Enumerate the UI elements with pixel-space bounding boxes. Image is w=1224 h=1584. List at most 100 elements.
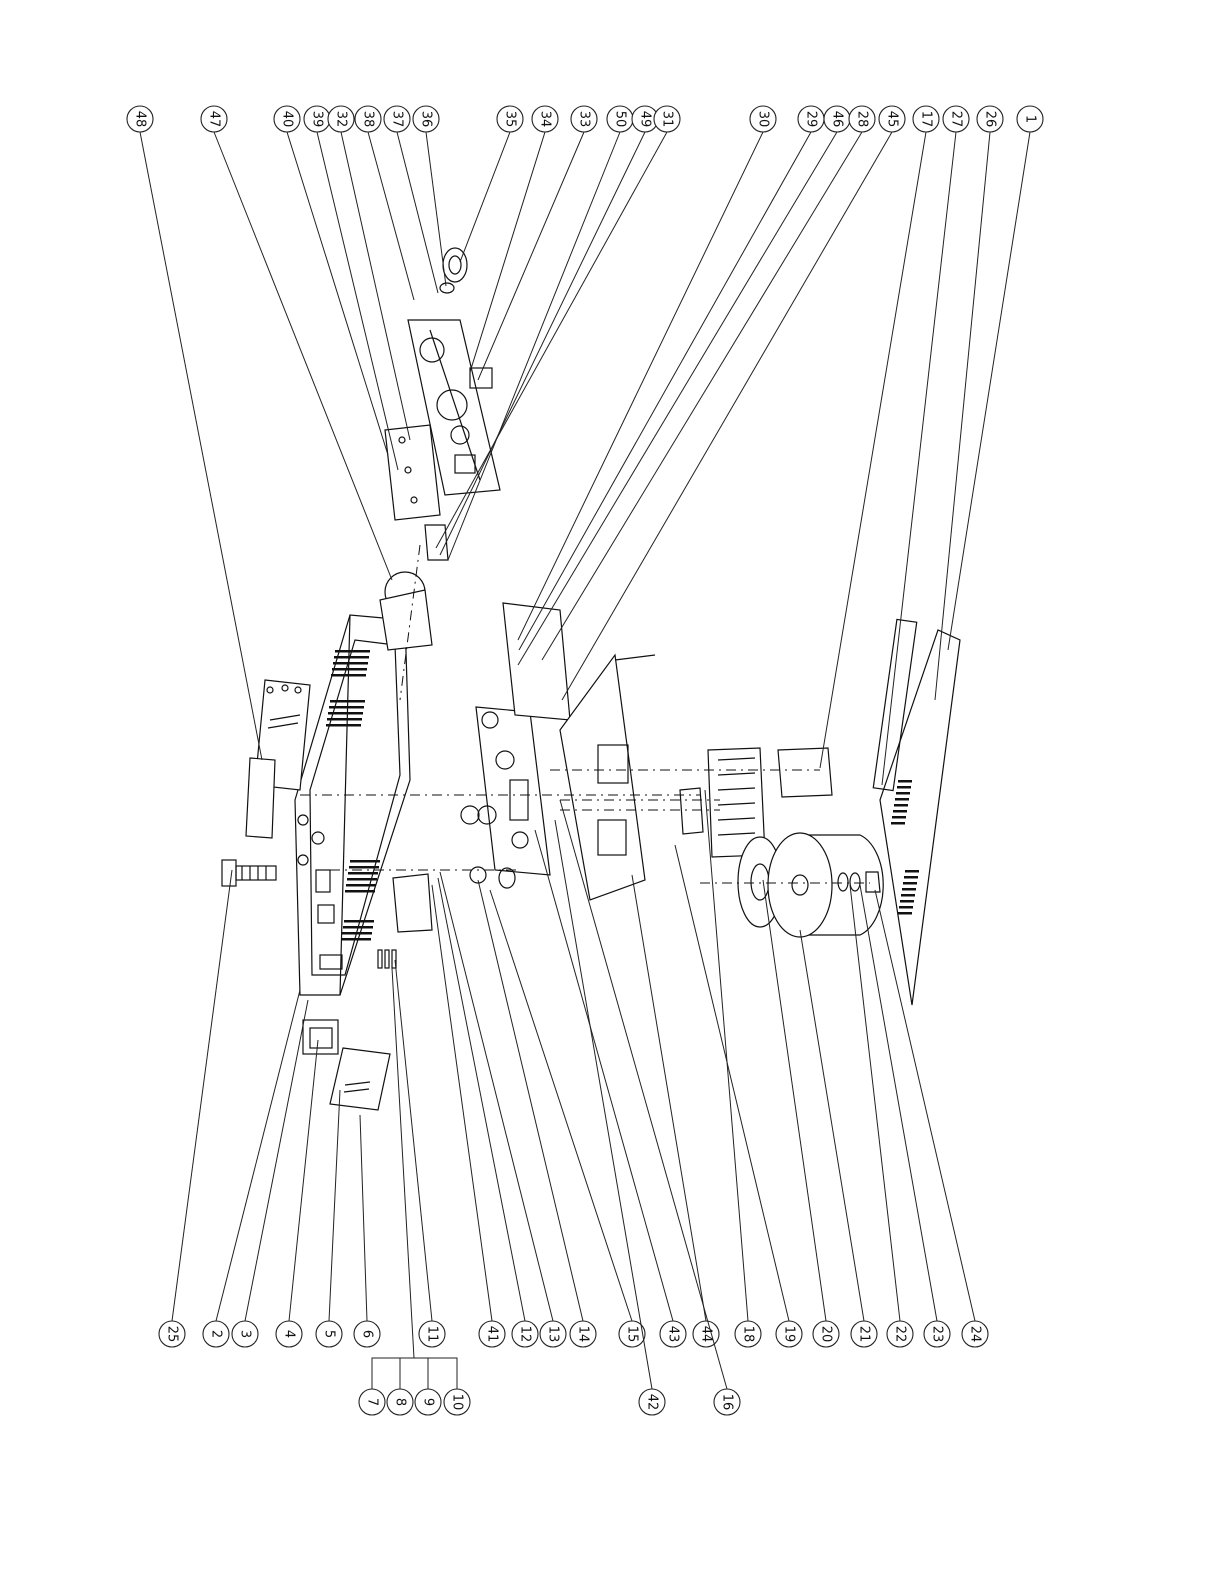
callout-45: 45 — [879, 106, 905, 132]
callout-label-7: 7 — [365, 1398, 380, 1406]
leader-line-2 — [216, 990, 300, 1321]
callout-2: 2 — [203, 1321, 229, 1347]
leader-line-50 — [448, 132, 620, 560]
callout-35: 35 — [497, 106, 523, 132]
callout-label-16: 16 — [720, 1394, 735, 1411]
callout-label-46: 46 — [830, 111, 845, 128]
leader-line-36 — [426, 132, 446, 286]
callout-44: 44 — [693, 1321, 719, 1347]
callout-5: 5 — [316, 1321, 342, 1347]
leader-line-23 — [860, 885, 937, 1321]
callout-42: 42 — [639, 1389, 665, 1415]
callout-23: 23 — [924, 1321, 950, 1347]
leader-line-3 — [245, 1000, 308, 1321]
leader-line-46 — [518, 132, 837, 665]
callout-12: 12 — [512, 1321, 538, 1347]
callout-label-5: 5 — [322, 1330, 337, 1338]
callout-label-29: 29 — [804, 111, 819, 128]
callout-label-38: 38 — [361, 111, 376, 128]
callout-label-3: 3 — [238, 1330, 253, 1338]
callout-label-35: 35 — [503, 111, 518, 128]
callout-label-42: 42 — [645, 1394, 660, 1411]
callout-label-25: 25 — [165, 1326, 180, 1343]
leader-line-29 — [519, 132, 811, 650]
callout-17: 17 — [913, 106, 939, 132]
callout-24: 24 — [962, 1321, 988, 1347]
leader-line-45 — [562, 132, 892, 700]
callout-label-32: 32 — [334, 111, 349, 128]
leader-line-40 — [287, 132, 388, 455]
callout-label-50: 50 — [613, 111, 628, 128]
callout-label-15: 15 — [625, 1326, 640, 1343]
leader-line-35 — [460, 132, 510, 262]
main-pcb — [461, 707, 550, 888]
upper-bracket — [503, 603, 570, 720]
callout-label-48: 48 — [133, 111, 148, 128]
callout-4: 4 — [276, 1321, 302, 1347]
leader-line-38 — [368, 132, 414, 300]
leader-line-22 — [850, 885, 900, 1321]
leader-line-33 — [478, 132, 584, 380]
leader-line-12 — [438, 878, 525, 1321]
callout-label-36: 36 — [419, 111, 434, 128]
callout-label-10: 10 — [450, 1394, 465, 1411]
callout-16: 16 — [714, 1389, 740, 1415]
callout-label-28: 28 — [855, 111, 870, 128]
callout-label-13: 13 — [546, 1326, 561, 1343]
leader-line-37 — [397, 132, 438, 293]
leader-line-43 — [535, 830, 673, 1321]
terminal-pins — [378, 950, 396, 968]
callout-label-1: 1 — [1023, 115, 1038, 123]
callout-1: 1 — [1017, 106, 1043, 132]
leader-line-32 — [341, 132, 410, 440]
leader-line-26 — [935, 132, 990, 700]
bottom-cover — [873, 619, 960, 1005]
toroidal-transformer — [738, 833, 883, 937]
leader-line-34 — [470, 132, 545, 372]
front-pcb-assembly — [385, 320, 500, 560]
leader-line-41 — [432, 885, 492, 1321]
callout-label-6: 6 — [360, 1330, 375, 1338]
callout-9: 9 — [415, 1389, 441, 1415]
leader-line-31 — [436, 132, 667, 548]
callout-3: 3 — [232, 1321, 258, 1347]
callout-label-40: 40 — [280, 111, 295, 128]
callout-label-4: 4 — [282, 1330, 297, 1338]
power-inlet — [303, 1020, 338, 1054]
callout-34: 34 — [532, 106, 558, 132]
callout-label-47: 47 — [207, 111, 222, 128]
callout-label-24: 24 — [968, 1326, 983, 1343]
module-plate — [560, 655, 655, 900]
callout-10: 10 — [444, 1389, 470, 1415]
callout-label-9: 9 — [421, 1398, 436, 1406]
callout-label-39: 39 — [310, 111, 325, 128]
leader-line-28 — [542, 132, 862, 660]
callout-label-23: 23 — [930, 1326, 945, 1343]
sub-group-bracket — [372, 968, 457, 1389]
callout-label-37: 37 — [390, 111, 405, 128]
leader-line-44 — [632, 875, 706, 1321]
capacitor — [380, 572, 432, 650]
callout-48: 48 — [127, 106, 153, 132]
callout-label-49: 49 — [638, 111, 653, 128]
leader-line-47 — [214, 132, 392, 580]
callout-label-43: 43 — [666, 1326, 681, 1343]
leader-line-5 — [329, 1090, 340, 1321]
callout-label-45: 45 — [885, 111, 900, 128]
callout-27: 27 — [943, 106, 969, 132]
callout-label-12: 12 — [518, 1326, 533, 1343]
callout-43: 43 — [660, 1321, 686, 1347]
leader-line-4 — [289, 1040, 318, 1321]
callout-label-17: 17 — [919, 111, 934, 128]
callout-28: 28 — [849, 106, 875, 132]
chassis — [295, 615, 410, 995]
callout-50: 50 — [607, 106, 633, 132]
callout-label-33: 33 — [577, 111, 592, 128]
callout-38: 38 — [355, 106, 381, 132]
callout-6: 6 — [354, 1321, 380, 1347]
inner-bracket — [393, 874, 432, 932]
callout-label-14: 14 — [576, 1326, 591, 1343]
leader-line-13 — [440, 872, 553, 1321]
callout-label-20: 20 — [819, 1326, 834, 1343]
